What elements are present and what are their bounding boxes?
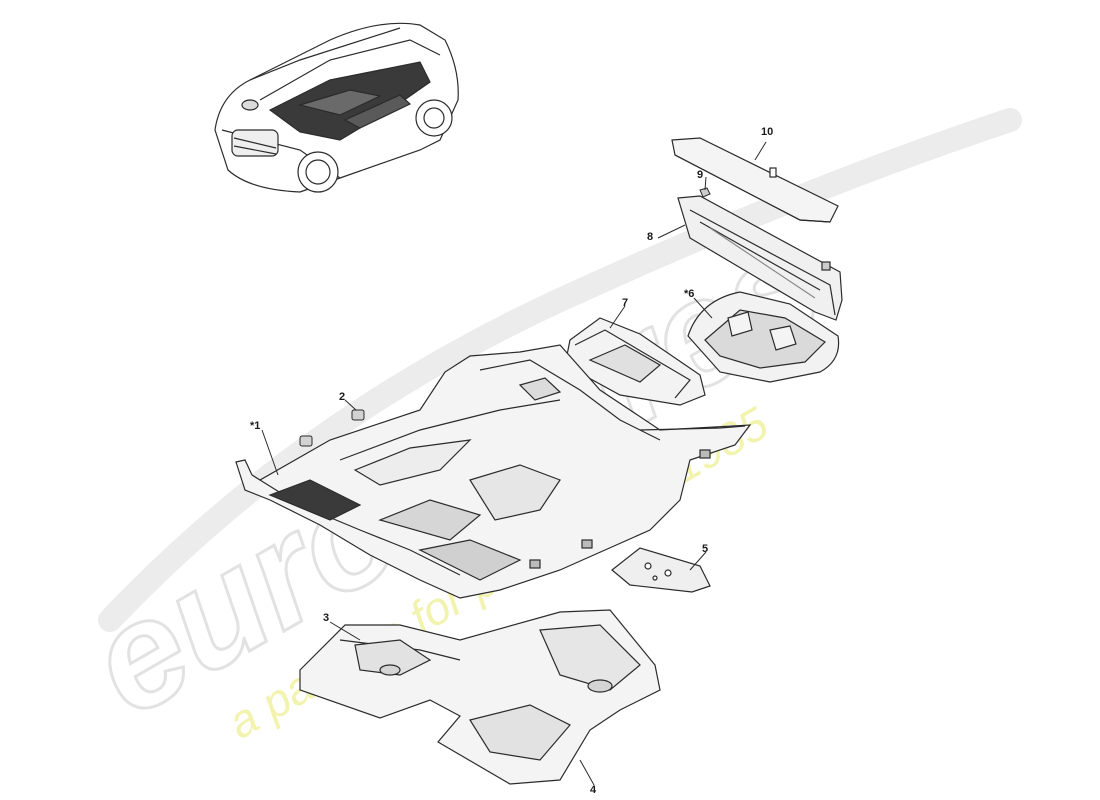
leader-lines (261, 141, 767, 786)
part-8-rear-storage-box (677, 195, 843, 321)
callout-label: 3 (323, 612, 330, 624)
rear-wheel-icon (415, 99, 453, 137)
front-wheel-icon (297, 151, 339, 193)
part-6-spare-tray (687, 291, 840, 383)
vehicle-overview-illustration (214, 22, 459, 193)
callout-label: 8 (647, 231, 654, 243)
callout-label: 4 (590, 784, 597, 796)
part-2-grommets (299, 409, 365, 447)
callout-label: 5 (702, 543, 709, 555)
part-10-parcel-shelf (671, 137, 839, 223)
callout-label: 7 (622, 297, 629, 309)
callout-label: 9 (697, 169, 704, 181)
callout-label: 2 (339, 391, 346, 403)
part-5-plate (611, 547, 711, 593)
callout-label: *6 (684, 288, 695, 300)
callout-label: 10 (761, 126, 774, 138)
callout-label: *1 (250, 420, 261, 432)
part-3-part-4-floor-mats (299, 609, 661, 785)
part-1-main-floor-carpet (235, 344, 752, 599)
